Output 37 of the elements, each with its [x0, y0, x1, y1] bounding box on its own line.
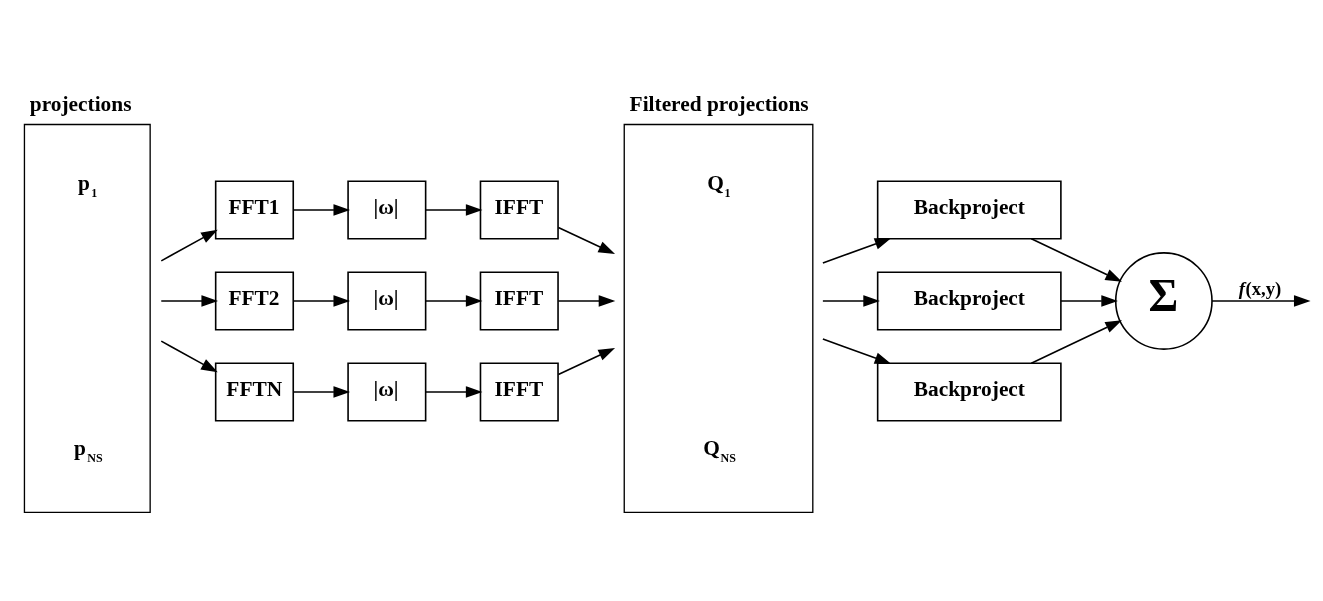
node-box: FFT2 [214, 270, 295, 331]
arrow [822, 337, 892, 364]
node-box: |ω| [347, 361, 427, 421]
arrow [822, 237, 892, 264]
arrow [292, 203, 351, 216]
node-label: projections [29, 91, 132, 116]
node-box: Backproject [876, 270, 1062, 331]
node-box: p$_{1}$ p$_{NS}$ [23, 123, 151, 513]
node-circle: Σ [1114, 251, 1213, 350]
node-box: Backproject [876, 180, 1062, 240]
arrow [424, 385, 483, 398]
node-box: |ω| [347, 270, 427, 331]
arrow [822, 294, 880, 307]
node-label: Filtered projections [629, 91, 809, 116]
node-box: FFTN [214, 361, 295, 421]
node-box: Q$_{1}$ Q$_{NS}$ [623, 123, 814, 513]
arrow [424, 294, 483, 307]
arrow [557, 226, 616, 254]
node-box: IFFT [479, 270, 559, 331]
node-box: IFFT [479, 361, 559, 421]
arrow [292, 385, 351, 398]
arrow [557, 347, 616, 375]
node-box: Backproject [876, 361, 1062, 421]
arrow [1030, 319, 1122, 364]
arrow [160, 229, 218, 262]
arrow [160, 339, 218, 372]
arrow [1211, 294, 1311, 307]
node-box: IFFT [479, 180, 559, 240]
node-box: FFT1 [214, 180, 295, 240]
edge-label: f(x,y) [1238, 277, 1282, 299]
arrow [160, 294, 219, 307]
arrow [292, 294, 351, 307]
arrow [424, 203, 483, 216]
node-box: |ω| [347, 180, 427, 240]
arrow [1030, 237, 1122, 282]
arrow [557, 294, 616, 307]
arrow [1060, 294, 1118, 307]
